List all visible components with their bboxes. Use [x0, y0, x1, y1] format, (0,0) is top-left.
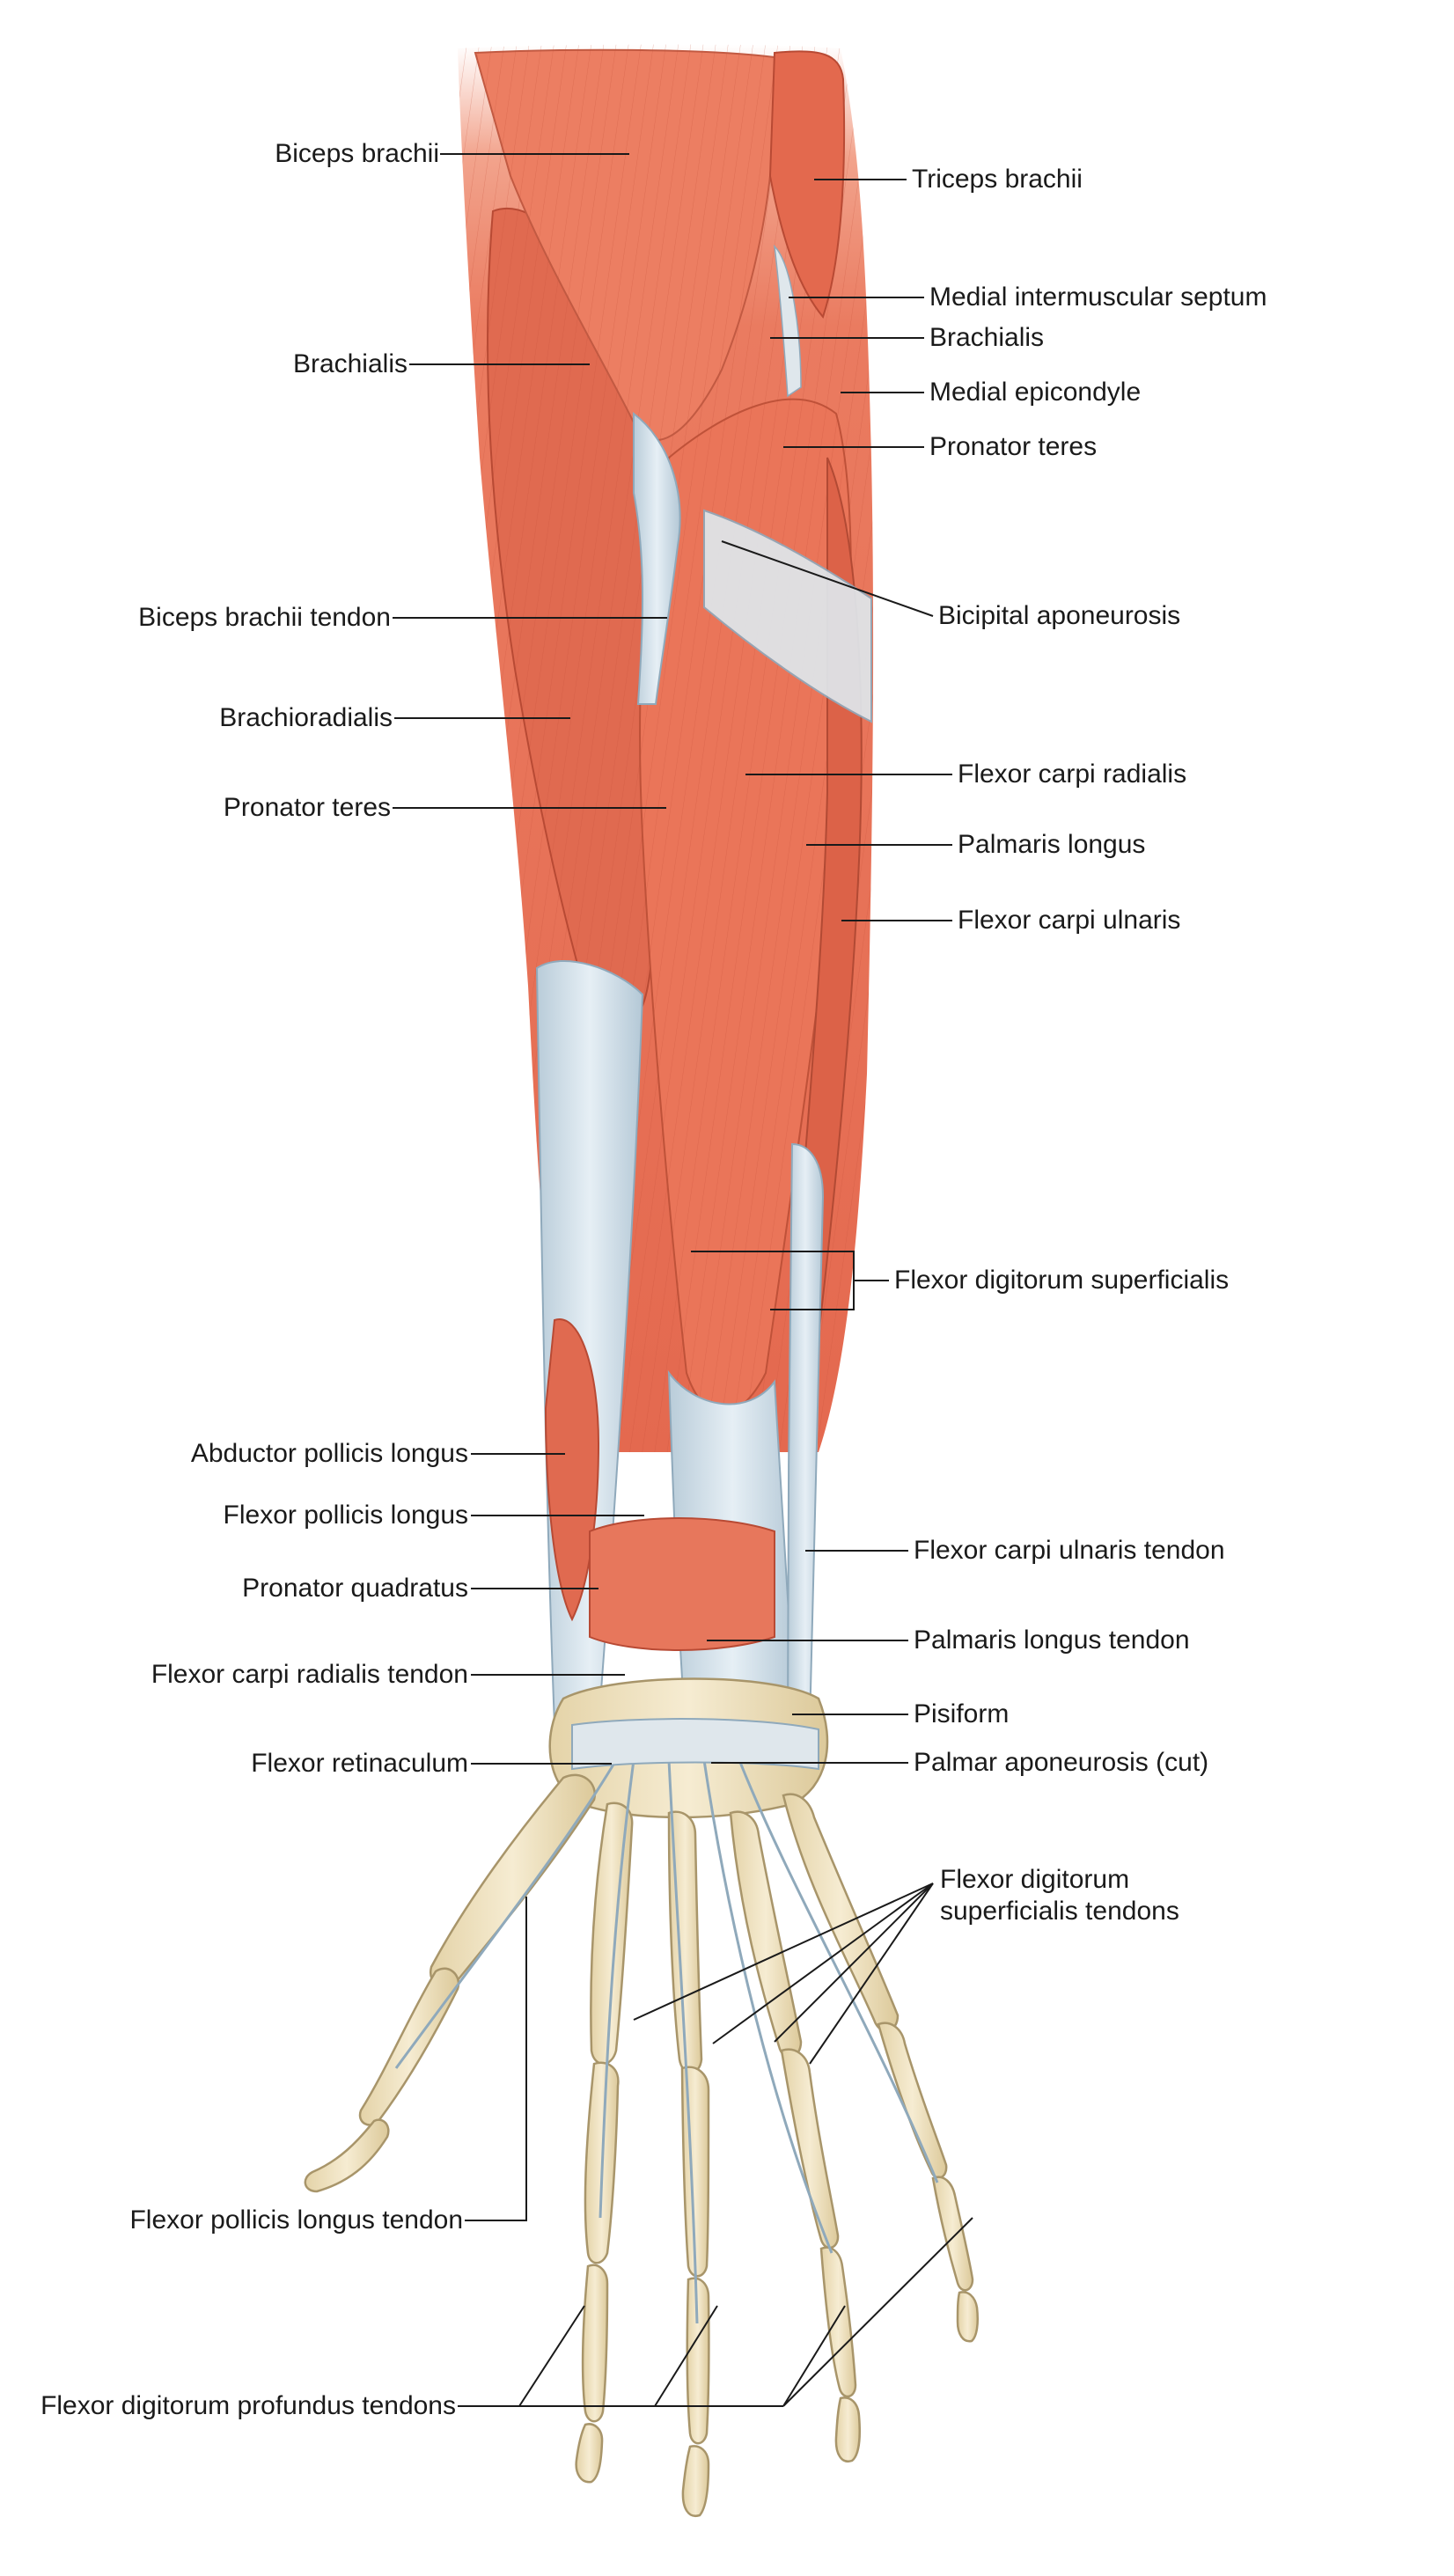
label-brachioradialis: Brachioradialis: [219, 703, 393, 732]
label-palmaris-longus-tendon: Palmaris longus tendon: [914, 1626, 1190, 1655]
label-flexor-digitorum-superficialis-tendons: Flexor digitorum superficialis tendons: [940, 1865, 1179, 1926]
leader-lines: [393, 153, 973, 2407]
label-pronator-teres-left: Pronator teres: [223, 793, 391, 822]
label-flexor-pollicis-longus: Flexor pollicis longus: [223, 1501, 468, 1530]
label-flexor-pollicis-longus-tendon: Flexor pollicis longus tendon: [129, 2205, 463, 2235]
label-pronator-quadratus: Pronator quadratus: [242, 1574, 468, 1603]
biceps-shape: [474, 48, 776, 441]
label-palmaris-longus: Palmaris longus: [958, 830, 1146, 859]
distal-muscles-shape: [544, 1318, 775, 1651]
label-biceps-brachii-tendon: Biceps brachii tendon: [138, 603, 391, 632]
label-pronator-teres-right: Pronator teres: [929, 432, 1098, 461]
label-medial-epicondyle: Medial epicondyle: [929, 378, 1142, 407]
label-flexor-digitorum-superficialis: Flexor digitorum superficialis: [894, 1266, 1230, 1295]
label-flexor-carpi-radialis-tendon: Flexor carpi radialis tendon: [151, 1660, 468, 1689]
label-medial-intermuscular-septum: Medial intermuscular septum: [929, 283, 1267, 312]
label-flexor-retinaculum: Flexor retinaculum: [251, 1749, 468, 1778]
label-abductor-pollicis-longus: Abductor pollicis longus: [190, 1439, 468, 1468]
label-triceps-brachii: Triceps brachii: [912, 165, 1083, 194]
label-biceps-brachii: Biceps brachii: [275, 139, 439, 168]
label-pisiform: Pisiform: [914, 1699, 1010, 1728]
label-bicipital-aponeurosis: Bicipital aponeurosis: [938, 601, 1181, 630]
label-brachialis-right: Brachialis: [929, 323, 1045, 352]
triceps-shape: [768, 50, 846, 319]
label-flexor-carpi-radialis: Flexor carpi radialis: [958, 760, 1187, 789]
label-flexor-carpi-ulnaris-tendon: Flexor carpi ulnaris tendon: [914, 1536, 1225, 1565]
label-flexor-carpi-ulnaris: Flexor carpi ulnaris: [958, 906, 1181, 935]
label-flexor-digitorum-profundus-tendons: Flexor digitorum profundus tendons: [40, 2391, 456, 2420]
hand-tendons: [394, 1718, 939, 2324]
label-palmar-aponeurosis-cut: Palmar aponeurosis (cut): [914, 1748, 1209, 1777]
label-brachialis-left: Brachialis: [292, 349, 408, 378]
